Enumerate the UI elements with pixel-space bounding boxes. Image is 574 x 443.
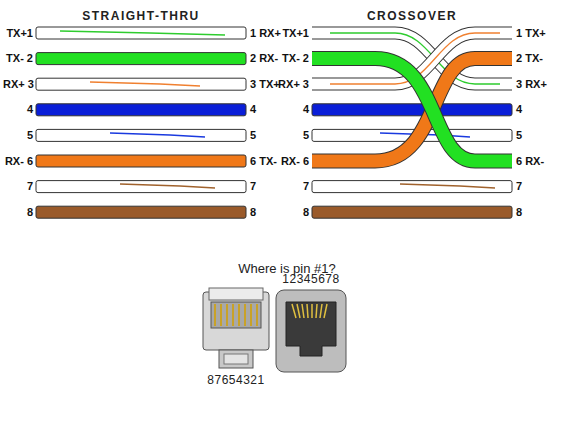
wire-5 [36,129,246,141]
pin-label: 7 [516,181,522,192]
rj45-plug [203,288,269,368]
pin-label: 7 [303,181,309,192]
pin-label: RX- 6 [281,156,309,167]
pin-label: 7 [250,181,256,192]
pin-label: 3 RX+ [516,79,547,90]
panel-title: CROSSOVER [367,10,457,22]
pin-order: 87654321 [207,374,264,386]
pin-label: 6 TX- [250,156,277,167]
pin-label: 4 [516,104,522,115]
pin-order: 12345678 [282,273,339,285]
pin-label: 8 [516,207,522,218]
pin-label: TX- 2 [6,53,33,64]
wire-4 [312,104,512,116]
pin-label: 4 [27,104,33,115]
pin-label: 5 [303,130,309,141]
pin-label: 1 TX+ [516,28,546,39]
pin-label: 5 [516,130,522,141]
wire-7 [312,181,512,193]
pin-label: 5 [27,130,33,141]
pin-label: 1 RX+ [250,28,281,39]
pin-label: 8 [303,207,309,218]
wire-6 [36,155,246,167]
wire-1 [36,27,246,39]
pin-label: 2 RX- [250,53,278,64]
wire-7 [36,181,246,193]
pin-label: RX+ 3 [278,79,309,90]
pin-label: TX+1 [6,28,33,39]
pin-label: 7 [27,181,33,192]
pin-label: 4 [303,104,309,115]
wire-8 [312,206,512,218]
wire-8 [36,206,246,218]
pin-label: RX+ 3 [3,79,34,90]
rj45-jack [276,290,346,372]
pin-label: TX- 2 [282,53,309,64]
wire-4 [36,104,246,116]
pin-label: 8 [250,207,256,218]
pin-label: 8 [27,207,33,218]
panel-title: STRAIGHT-THRU [82,10,200,22]
pin-label: 3 TX+ [250,79,280,90]
pin-label: TX+1 [282,28,309,39]
pin-label: 5 [250,130,256,141]
pin-label: 2 TX- [516,53,543,64]
wire-2 [36,53,246,65]
wire-3 [36,78,246,90]
pin-label: 4 [250,104,256,115]
pin-label: 6 RX- [516,156,544,167]
pin-label: RX- 6 [5,156,33,167]
